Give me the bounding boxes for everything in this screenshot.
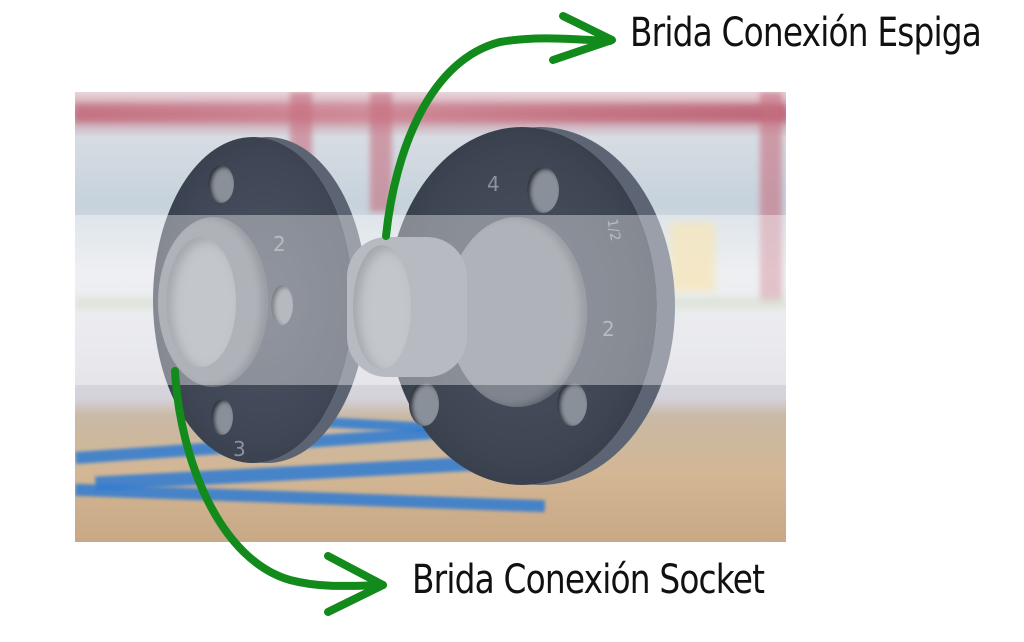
bolt-hole	[208, 165, 234, 203]
flange-marking: 4	[487, 172, 500, 196]
spigot-bore	[353, 245, 411, 369]
flange-marking: 2	[273, 232, 286, 256]
spigot-hub	[447, 217, 587, 407]
socket-hub	[158, 217, 268, 387]
socket-bore	[166, 237, 236, 367]
spigot-pipe	[347, 237, 467, 377]
bolt-hole	[557, 382, 587, 426]
background-beam	[75, 104, 786, 122]
espiga-arrowhead-icon	[549, 12, 616, 64]
translucent-overlay-band	[75, 215, 786, 385]
flange-marking: 2	[602, 317, 615, 341]
socket-flange-label: Brida Conexión Socket	[412, 557, 765, 603]
mat-logo-stripe	[75, 483, 546, 513]
bolt-hole	[211, 399, 233, 435]
flanges-photo: 2 3 4 2 1/2	[75, 92, 786, 542]
espiga-flange-label: Brida Conexión Espiga	[630, 10, 982, 56]
flange-marking: 3	[233, 437, 246, 461]
socket-arrowhead-icon	[324, 552, 387, 616]
bolt-hole	[409, 382, 439, 426]
bolt-hole	[527, 167, 559, 213]
background-yellow-object	[670, 222, 715, 292]
bolt-hole	[271, 285, 293, 325]
background-post	[760, 92, 782, 302]
background-post	[370, 92, 392, 212]
